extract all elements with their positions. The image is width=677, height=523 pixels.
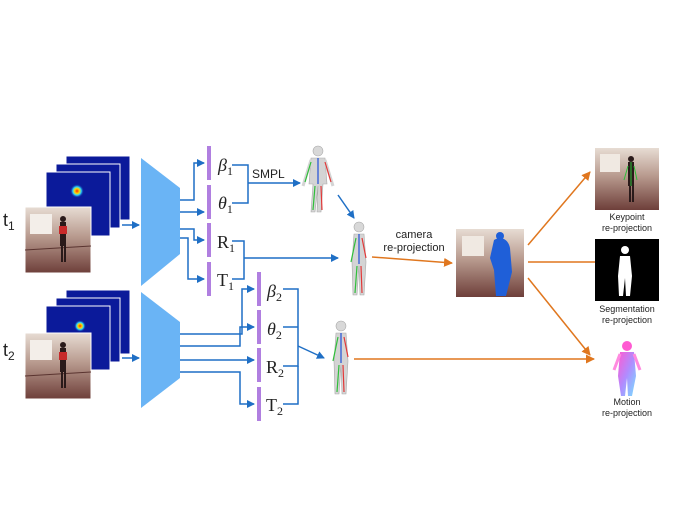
param-bar-theta1: [207, 185, 211, 219]
param-bar-t1: [207, 262, 211, 296]
motion-label-line2: re-projection: [602, 408, 652, 418]
param-bar-r2: [257, 348, 261, 382]
motion-output-image: [612, 341, 642, 396]
time-label-t1: t1: [3, 210, 15, 233]
param-label-tr2: T2: [266, 395, 283, 418]
param-bar-beta1: [207, 146, 211, 180]
param-label-tr1: T1: [217, 270, 234, 293]
time-label-t2: t2: [3, 340, 15, 363]
joint-heatmap-blob: [74, 320, 86, 332]
camera-label-line2: re-projection: [383, 242, 444, 254]
param-bar-theta2: [257, 310, 261, 344]
keypoint-output-image: [595, 148, 659, 210]
motion-label-line1: Motion: [613, 397, 640, 407]
projected-render-image: [456, 229, 524, 297]
encoder-to-params-arrows-t2: [122, 285, 255, 408]
encoder-to-params-arrows-t1: [122, 159, 205, 283]
keypoint-label-line1: Keypoint: [609, 212, 645, 222]
segmentation-label-line2: re-projection: [602, 315, 652, 325]
input-frame-t2: [24, 332, 92, 400]
param-bar-beta2: [257, 272, 261, 306]
segmentation-label-line1: Segmentation: [599, 304, 655, 314]
joint-heatmap-blob: [70, 184, 84, 198]
param-label-r2: R2: [266, 357, 284, 380]
smpl-mesh-side-t1: [350, 221, 367, 296]
output-arrows: [527, 171, 607, 356]
param-bar-r1: [207, 223, 211, 257]
params-to-mesh-arrows-t2: [283, 288, 325, 405]
parameter-bars-t2: [257, 272, 261, 421]
parameter-bars-t1: [207, 146, 211, 296]
segmentation-output-image: [595, 239, 659, 301]
smpl-label: SMPL: [252, 167, 285, 181]
smpl-merge-arrows: [232, 164, 355, 280]
camera-reprojection-arrow-t1: [371, 256, 453, 267]
input-frame-t1: [24, 206, 92, 274]
smpl-mesh-side-t2: [332, 320, 349, 395]
smpl-mesh-front-t1: [301, 145, 335, 213]
encoder-network-t2: [141, 292, 180, 408]
encoder-network-t1: [141, 158, 180, 286]
param-label-r1: R1: [217, 232, 235, 255]
keypoint-label-line2: re-projection: [602, 223, 652, 233]
param-label-beta2: β2: [266, 281, 282, 304]
param-label-theta2: θ2: [267, 319, 282, 342]
param-label-beta1: β1: [217, 155, 233, 178]
param-bar-t2: [257, 387, 261, 421]
camera-label-line1: camera: [396, 229, 434, 241]
param-label-theta1: θ1: [218, 193, 233, 216]
